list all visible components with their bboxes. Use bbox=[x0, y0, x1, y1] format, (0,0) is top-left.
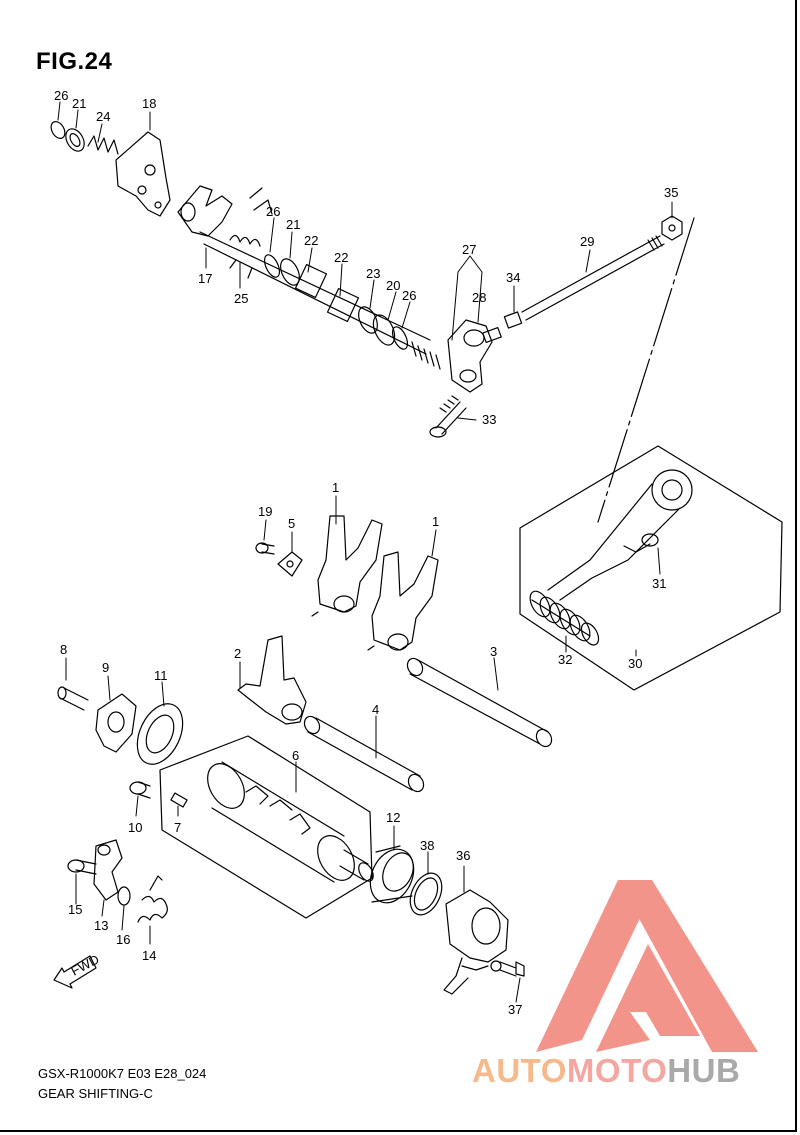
callout-12: 12 bbox=[386, 810, 400, 825]
callout-4: 4 bbox=[372, 702, 379, 717]
callout-31: 31 bbox=[652, 576, 666, 591]
callout-34: 34 bbox=[506, 270, 520, 285]
cam-plate-bearing-group bbox=[57, 686, 184, 799]
callout-38: 38 bbox=[420, 838, 434, 853]
callout-26-b: 26 bbox=[266, 204, 280, 219]
callout-1-a: 1 bbox=[332, 480, 339, 495]
figure-title: FIG.24 bbox=[36, 48, 113, 75]
assembly-leader-dash bbox=[597, 217, 695, 523]
callout-21-b: 21 bbox=[286, 217, 300, 232]
callout-7: 7 bbox=[174, 820, 181, 835]
gearshift-pedal bbox=[529, 469, 693, 646]
callout-22-b: 22 bbox=[334, 250, 348, 265]
callout-6: 6 bbox=[292, 748, 299, 763]
callout-29: 29 bbox=[580, 234, 594, 249]
callout-35: 35 bbox=[664, 185, 678, 200]
watermark-hub: HUB bbox=[667, 1052, 741, 1089]
gearshift-lever-and-bolt bbox=[429, 311, 523, 438]
callout-11: 11 bbox=[154, 668, 168, 683]
fork-shafts bbox=[303, 657, 553, 793]
callout-36: 36 bbox=[456, 848, 470, 863]
shift-shaft-assembly bbox=[50, 121, 441, 370]
callout-21-a: 21 bbox=[72, 96, 86, 111]
watermark-auto: AUTO bbox=[472, 1052, 567, 1089]
callout-8: 8 bbox=[60, 642, 67, 657]
cam-bearing-and-oring bbox=[369, 845, 443, 916]
fwd-arrow-icon bbox=[53, 955, 97, 989]
callout-27: 27 bbox=[462, 242, 476, 257]
callout-33: 33 bbox=[482, 412, 496, 427]
watermark-moto: MOTO bbox=[566, 1052, 668, 1089]
callout-19: 19 bbox=[258, 504, 272, 519]
gear-position-switch bbox=[443, 889, 525, 995]
gearshift-link-rod bbox=[521, 215, 683, 321]
model-code: GSX-R1000K7 E03 E28_024 bbox=[38, 1066, 207, 1081]
callout-3: 3 bbox=[490, 644, 497, 659]
callout-32: 32 bbox=[558, 652, 572, 667]
gearshift-pedal-box bbox=[519, 445, 783, 691]
callout-10: 10 bbox=[128, 820, 142, 835]
watermark-text: AUTOMOTOHUB bbox=[472, 1052, 740, 1090]
callout-17: 17 bbox=[198, 271, 212, 286]
callout-25: 25 bbox=[234, 291, 248, 306]
callout-1-b: 1 bbox=[432, 514, 439, 529]
callout-26-c: 26 bbox=[402, 288, 416, 303]
callout-9: 9 bbox=[102, 660, 109, 675]
automotohub-logo-icon bbox=[536, 880, 758, 1052]
callout-30: 30 bbox=[628, 656, 642, 671]
callout-14: 14 bbox=[142, 948, 156, 963]
section-name: GEAR SHIFTING-C bbox=[38, 1086, 153, 1101]
callout-15: 15 bbox=[68, 902, 82, 917]
callout-5: 5 bbox=[288, 516, 295, 531]
callout-16: 16 bbox=[116, 932, 130, 947]
callout-13: 13 bbox=[94, 918, 108, 933]
callout-24: 24 bbox=[96, 109, 110, 124]
cam-stopper-group bbox=[67, 839, 168, 923]
callout-18: 18 bbox=[142, 96, 156, 111]
shift-cam-drum bbox=[170, 761, 374, 883]
callout-leaders bbox=[57, 101, 673, 1003]
shift-forks bbox=[237, 515, 439, 725]
callout-20: 20 bbox=[386, 278, 400, 293]
callout-numbers: 26 21 24 18 26 21 22 22 23 20 26 17 25 2… bbox=[54, 88, 678, 1017]
callout-37: 37 bbox=[508, 1002, 522, 1017]
shift-cam-box bbox=[159, 735, 373, 919]
callout-22-a: 22 bbox=[304, 233, 318, 248]
callout-2: 2 bbox=[234, 646, 241, 661]
callout-28: 28 bbox=[472, 290, 486, 305]
callout-26-a: 26 bbox=[54, 88, 68, 103]
callout-23: 23 bbox=[366, 266, 380, 281]
